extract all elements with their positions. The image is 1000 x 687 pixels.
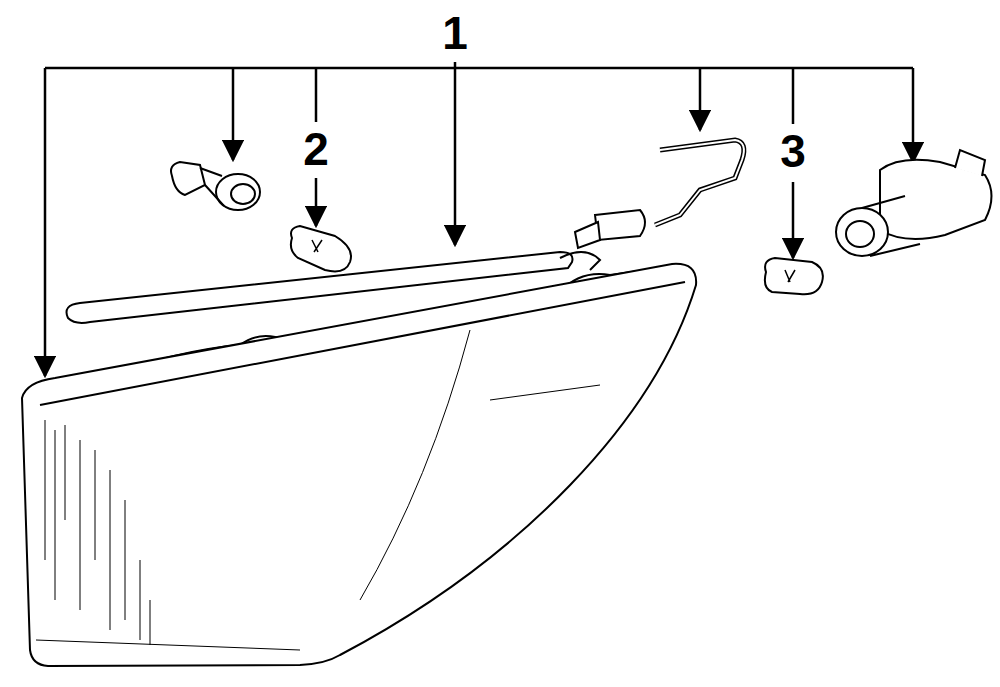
callout-number: 2 (303, 126, 329, 172)
callout-number: 3 (780, 128, 806, 174)
callout-number: 1 (442, 10, 468, 56)
lamp-parts (22, 140, 992, 666)
